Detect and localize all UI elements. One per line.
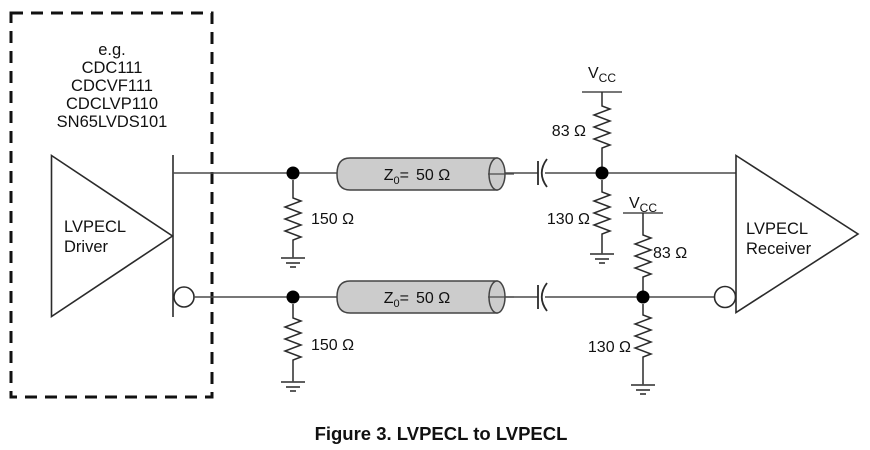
receiver-triangle bbox=[735, 154, 860, 314]
driver-label-line2: Driver bbox=[64, 238, 109, 256]
transmission-line-bottom: Z0=50 Ω bbox=[336, 280, 514, 314]
resistor-83-bottom-body bbox=[632, 213, 654, 291]
junction-dot bbox=[636, 290, 650, 304]
resistor-130-bottom-label: 130 Ω bbox=[588, 339, 631, 356]
ground-icon bbox=[281, 381, 305, 392]
coupling-capacitors bbox=[537, 158, 548, 312]
resistor-130-bottom-body bbox=[632, 304, 654, 385]
resistor-83-top-body bbox=[591, 92, 613, 167]
receiver-symbol: LVPECL Receiver bbox=[713, 154, 860, 314]
driver-triangle bbox=[50, 154, 174, 318]
junction-dot bbox=[595, 166, 609, 180]
junction-dots bbox=[286, 166, 650, 304]
coax-body-bottom bbox=[336, 280, 498, 314]
driver-label-line1: LVPECL bbox=[64, 218, 126, 236]
transmission-line-top: Z0=50 Ω bbox=[336, 157, 514, 191]
receiver-label-line1: LVPECL bbox=[746, 220, 808, 238]
example-part-2: CDCVF111 bbox=[71, 77, 153, 95]
resistor-130-bottom: 130 Ω bbox=[588, 304, 655, 395]
vcc-label-bottom: VCC bbox=[629, 195, 657, 215]
resistor-150-bottom-body bbox=[282, 304, 304, 382]
signal-wires bbox=[173, 172, 736, 298]
examples-heading: e.g. bbox=[98, 41, 126, 59]
capacitor-top-plate-curved-icon bbox=[540, 158, 548, 188]
ground-icon bbox=[281, 257, 305, 268]
ground-icon bbox=[590, 253, 614, 264]
driver-symbol: LVPECL Driver bbox=[50, 154, 195, 318]
example-part-3: CDCLVP110 bbox=[66, 95, 158, 113]
resistor-130-top: 130 Ω bbox=[547, 180, 614, 264]
driver-device-dashed-box bbox=[9, 11, 214, 399]
resistor-150-top-body bbox=[282, 180, 304, 258]
driver-example-parts: e.g. CDC111 CDCVF111 CDCLVP110 SN65LVDS1… bbox=[57, 41, 168, 131]
receiver-inverted-input-bubble-icon bbox=[713, 285, 737, 309]
resistor-150-top: 150 Ω bbox=[281, 180, 354, 268]
resistor-150-bottom-label: 150 Ω bbox=[311, 337, 354, 354]
resistor-130-top-label: 130 Ω bbox=[547, 211, 590, 228]
figure-caption: Figure 3. LVPECL to LVPECL bbox=[315, 423, 568, 444]
example-part-1: CDC111 bbox=[82, 59, 143, 77]
ground-icon bbox=[631, 384, 655, 395]
resistor-150-top-label: 150 Ω bbox=[311, 211, 354, 228]
coax-body-top bbox=[336, 157, 498, 191]
impedance-label-top: Z0=50 Ω bbox=[384, 167, 450, 187]
resistor-83-top-label: 83 Ω bbox=[552, 123, 586, 140]
capacitor-bottom-plate-curved-icon bbox=[540, 282, 548, 312]
driver-inverted-output-bubble-icon bbox=[173, 286, 195, 308]
vcc-pullup-bottom: VCC 83 Ω bbox=[623, 195, 687, 291]
resistor-83-bottom-label: 83 Ω bbox=[653, 245, 687, 262]
vcc-label-top: VCC bbox=[588, 65, 616, 85]
junction-dot bbox=[286, 166, 300, 180]
junction-dot bbox=[286, 290, 300, 304]
resistor-150-bottom: 150 Ω bbox=[281, 304, 354, 392]
vcc-pullup-top: VCC 83 Ω bbox=[552, 65, 622, 167]
example-part-4: SN65LVDS101 bbox=[57, 113, 168, 131]
receiver-label-line2: Receiver bbox=[746, 240, 812, 258]
impedance-label-bottom: Z0=50 Ω bbox=[384, 290, 450, 310]
resistor-130-top-body bbox=[591, 180, 613, 254]
